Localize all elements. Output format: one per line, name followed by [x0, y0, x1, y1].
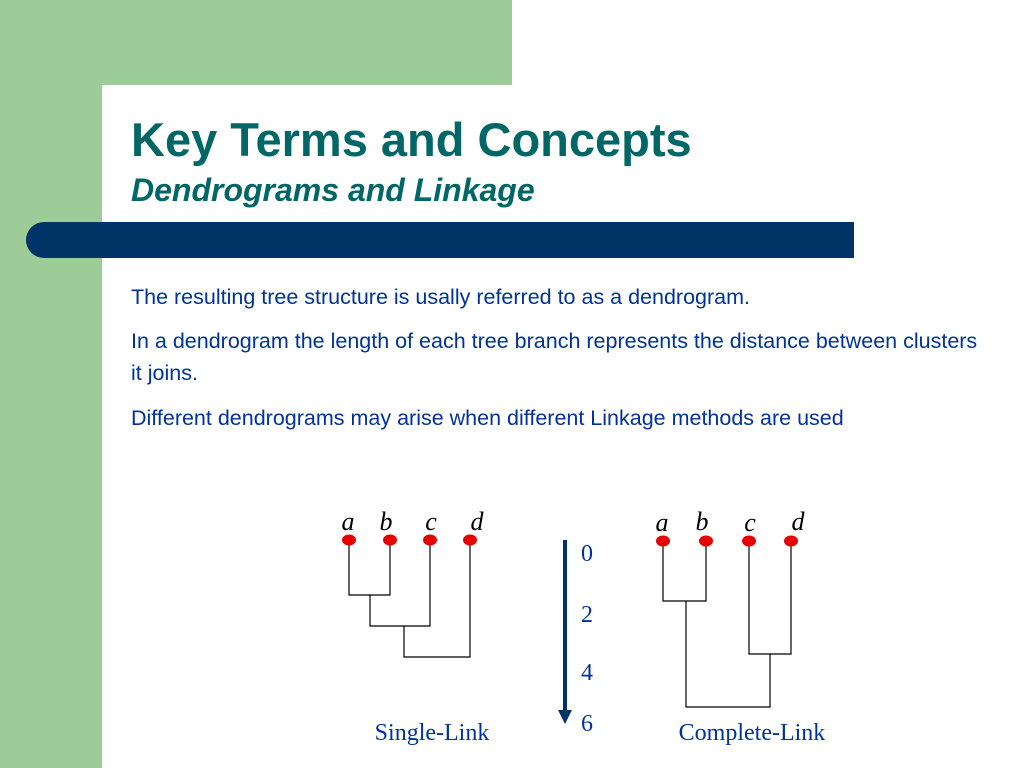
paragraph-1: The resulting tree structure is usally r… — [131, 285, 751, 309]
scale-tick-4: 4 — [581, 660, 593, 686]
complete-link-dendrogram: a b c d Complete-Link — [656, 507, 826, 746]
complete-leaf-label-b: b — [696, 507, 709, 536]
paragraph-2: In a dendrogram the length of each tree … — [131, 329, 978, 385]
page-title: Key Terms and Concepts — [131, 113, 692, 166]
single-leaf-node-a — [342, 534, 356, 546]
complete-leaf-node-a — [656, 535, 670, 547]
complete-leaf-label-a: a — [656, 508, 669, 537]
side-decoration — [0, 0, 102, 768]
single-link-merge-ab — [348, 541, 391, 596]
complete-link-merge-abcd — [685, 601, 771, 708]
complete-leaf-node-c — [742, 535, 756, 547]
page-subtitle: Dendrograms and Linkage — [131, 172, 535, 208]
single-leaf-label-b: b — [380, 507, 393, 536]
single-leaf-label-d: d — [471, 507, 485, 536]
complete-leaf-node-d — [784, 535, 798, 547]
complete-link-merge-ab — [662, 542, 707, 602]
complete-leaf-label-c: c — [744, 508, 756, 537]
distance-scale: 0 2 4 6 — [558, 540, 593, 737]
complete-leaf-label-d: d — [792, 507, 806, 536]
single-leaf-label-a: a — [342, 507, 355, 536]
single-link-dendrogram: a b c d Single-Link — [342, 507, 490, 746]
single-link-merge-abcd — [403, 541, 471, 658]
single-leaf-node-d — [463, 534, 477, 546]
scale-tick-0: 0 — [581, 541, 593, 567]
single-leaf-label-c: c — [425, 507, 437, 536]
complete-link-merge-cd — [748, 542, 792, 655]
single-link-caption: Single-Link — [375, 720, 490, 746]
complete-link-caption: Complete-Link — [679, 720, 826, 746]
scale-tick-6: 6 — [581, 711, 593, 737]
scale-tick-2: 2 — [581, 602, 593, 628]
complete-leaf-node-b — [699, 535, 713, 547]
single-leaf-node-c — [423, 534, 437, 546]
title-rule — [26, 222, 854, 258]
single-leaf-node-b — [383, 534, 397, 546]
single-link-merge-abc — [369, 541, 431, 627]
scale-arrow-head — [558, 710, 572, 724]
paragraph-3: Different dendrograms may arise when dif… — [131, 406, 844, 430]
top-decoration — [0, 0, 512, 85]
